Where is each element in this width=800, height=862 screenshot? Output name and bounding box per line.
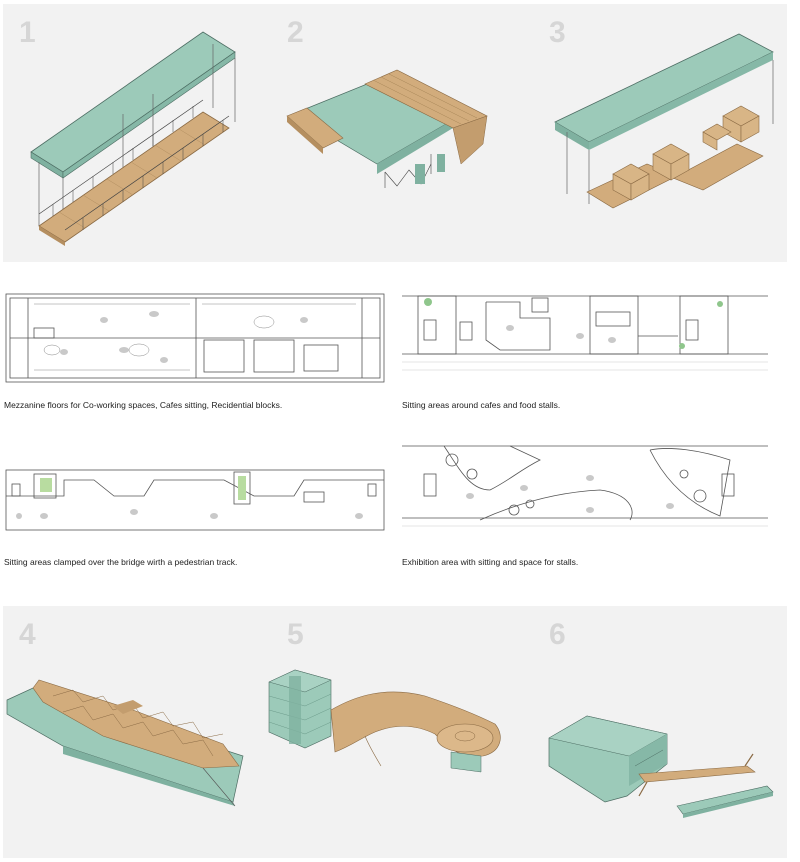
plan-mezzanine-drawing bbox=[5, 293, 385, 383]
step-4-panel: 4 bbox=[3, 606, 265, 858]
step-4-axonometric bbox=[6, 679, 244, 807]
plan-mezzanine bbox=[4, 290, 388, 390]
step-3-number: 3 bbox=[549, 16, 566, 49]
step-6-number: 6 bbox=[549, 618, 566, 651]
step-1-number: 1 bbox=[19, 16, 36, 49]
step-6-panel: 6 bbox=[527, 606, 787, 858]
step-3-axonometric bbox=[554, 33, 774, 209]
step-1-panel: 1 bbox=[3, 4, 265, 262]
step-2-panel: 2 bbox=[265, 4, 527, 262]
plan-exhibition bbox=[400, 430, 770, 540]
step-3-panel: 3 bbox=[527, 4, 787, 262]
step-5-panel: 5 bbox=[265, 606, 527, 858]
plan-cafes-drawing bbox=[402, 295, 768, 371]
plan-pedestrian-track-caption: Sitting areas clamped over the bridge wi… bbox=[4, 557, 238, 567]
plan-exhibition-caption: Exhibition area with sitting and space f… bbox=[402, 557, 579, 567]
step-2-axonometric bbox=[286, 69, 488, 188]
plan-pedestrian-track bbox=[4, 466, 388, 536]
plan-exhibition-drawing bbox=[402, 445, 768, 527]
plan-mezzanine-caption: Mezzanine floors for Co-working spaces, … bbox=[4, 400, 283, 410]
plan-cafes-caption: Sitting areas around cafes and food stal… bbox=[402, 400, 561, 410]
step-4-number: 4 bbox=[19, 618, 36, 651]
plan-pedestrian-track-drawing bbox=[5, 469, 385, 531]
plan-cafes bbox=[400, 290, 770, 380]
step-5-number: 5 bbox=[287, 618, 304, 651]
step-6-axonometric bbox=[548, 715, 774, 818]
step-5-axonometric bbox=[268, 669, 501, 773]
step-1-axonometric bbox=[30, 31, 236, 246]
step-2-number: 2 bbox=[287, 16, 304, 49]
